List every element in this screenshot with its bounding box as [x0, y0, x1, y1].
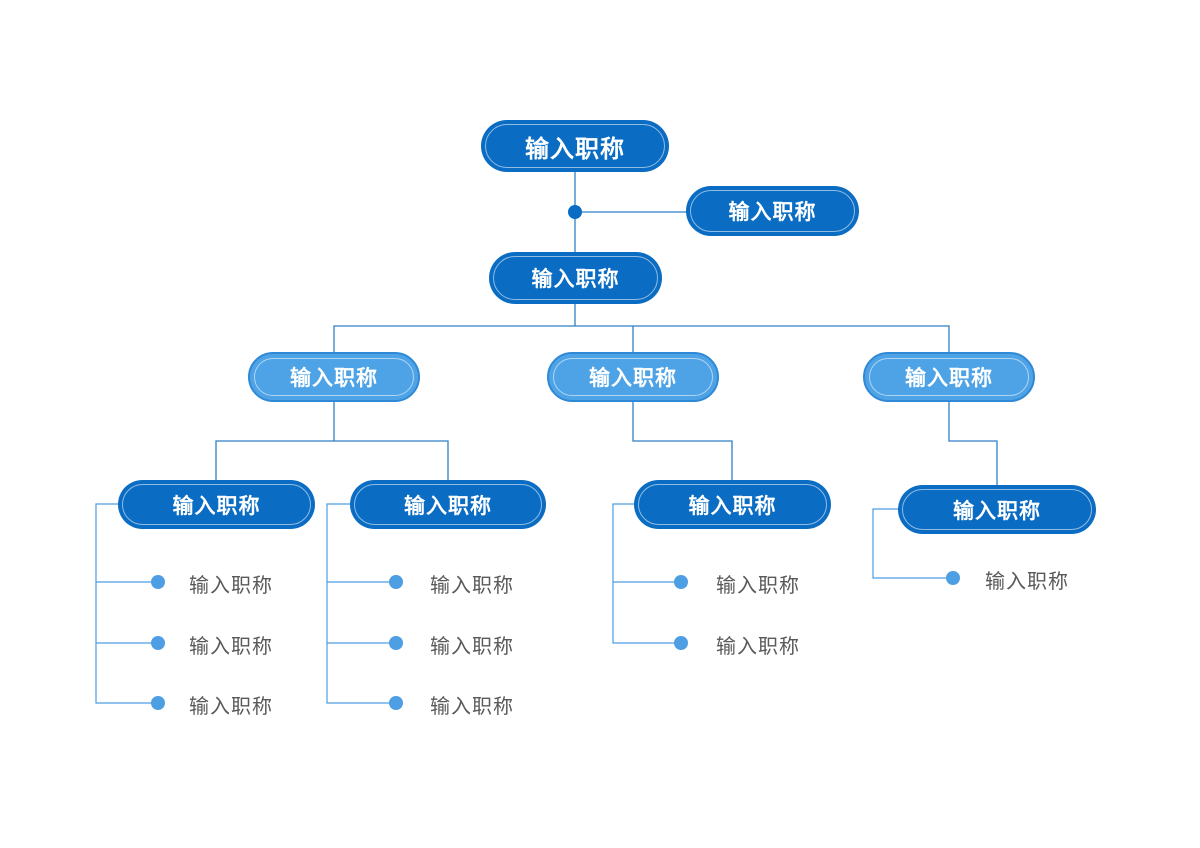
leaf-dot	[674, 575, 688, 589]
team-node-label: 输入职称	[688, 493, 777, 518]
team-node-2[interactable]: 输入职称	[350, 480, 546, 529]
leaf-dot	[151, 636, 165, 650]
connector-team4-leaves	[872, 508, 953, 579]
connector-dept1-team2	[334, 440, 449, 480]
root-node-label: 输入职称	[525, 134, 625, 163]
leaf-dot	[151, 575, 165, 589]
second-level-node[interactable]: 输入职称	[489, 252, 662, 304]
assistant-node[interactable]: 输入职称	[686, 186, 859, 236]
leaf-item: 输入职称	[716, 634, 800, 658]
leaf-item: 输入职称	[985, 569, 1069, 593]
department-node-1[interactable]: 输入职称	[248, 352, 420, 402]
team-node-label: 输入职称	[172, 493, 261, 518]
connector-dept2-team	[632, 402, 733, 480]
team-node-4[interactable]: 输入职称	[898, 485, 1096, 534]
leaf-item: 输入职称	[430, 634, 514, 658]
connector-team3-leaves	[612, 503, 681, 644]
leaf-item: 输入职称	[430, 573, 514, 597]
leaf-dot	[389, 575, 403, 589]
leaf-dot	[389, 696, 403, 710]
leaf-item: 输入职称	[189, 694, 273, 718]
assistant-node-label: 输入职称	[728, 200, 817, 224]
leaf-dot	[674, 636, 688, 650]
connector-dept1-teams	[215, 402, 335, 480]
leaf-item: 输入职称	[189, 573, 273, 597]
team-node-1[interactable]: 输入职称	[118, 480, 315, 529]
team-node-label: 输入职称	[404, 493, 492, 518]
leaf-dot	[389, 636, 403, 650]
connector-team2-leaves	[326, 503, 396, 704]
department-node-2[interactable]: 输入职称	[547, 352, 719, 402]
connector-departments-bar	[333, 325, 950, 352]
department-node-label: 输入职称	[905, 366, 993, 390]
connector-team1-leaves	[95, 503, 158, 704]
department-node-label: 输入职称	[589, 366, 677, 390]
department-node-label: 输入职称	[290, 366, 378, 390]
second-level-node-label: 输入职称	[531, 267, 620, 291]
team-node-3[interactable]: 输入职称	[634, 480, 831, 529]
root-node[interactable]: 输入职称	[481, 120, 669, 172]
leaf-item: 输入职称	[430, 694, 514, 718]
leaf-item: 输入职称	[716, 573, 800, 597]
team-node-label: 输入职称	[953, 498, 1041, 523]
connector-dept3-team	[948, 402, 998, 485]
junction-dot	[568, 205, 582, 219]
leaf-dot	[946, 571, 960, 585]
leaf-item: 输入职称	[189, 634, 273, 658]
department-node-3[interactable]: 输入职称	[863, 352, 1035, 402]
leaf-dot	[151, 696, 165, 710]
